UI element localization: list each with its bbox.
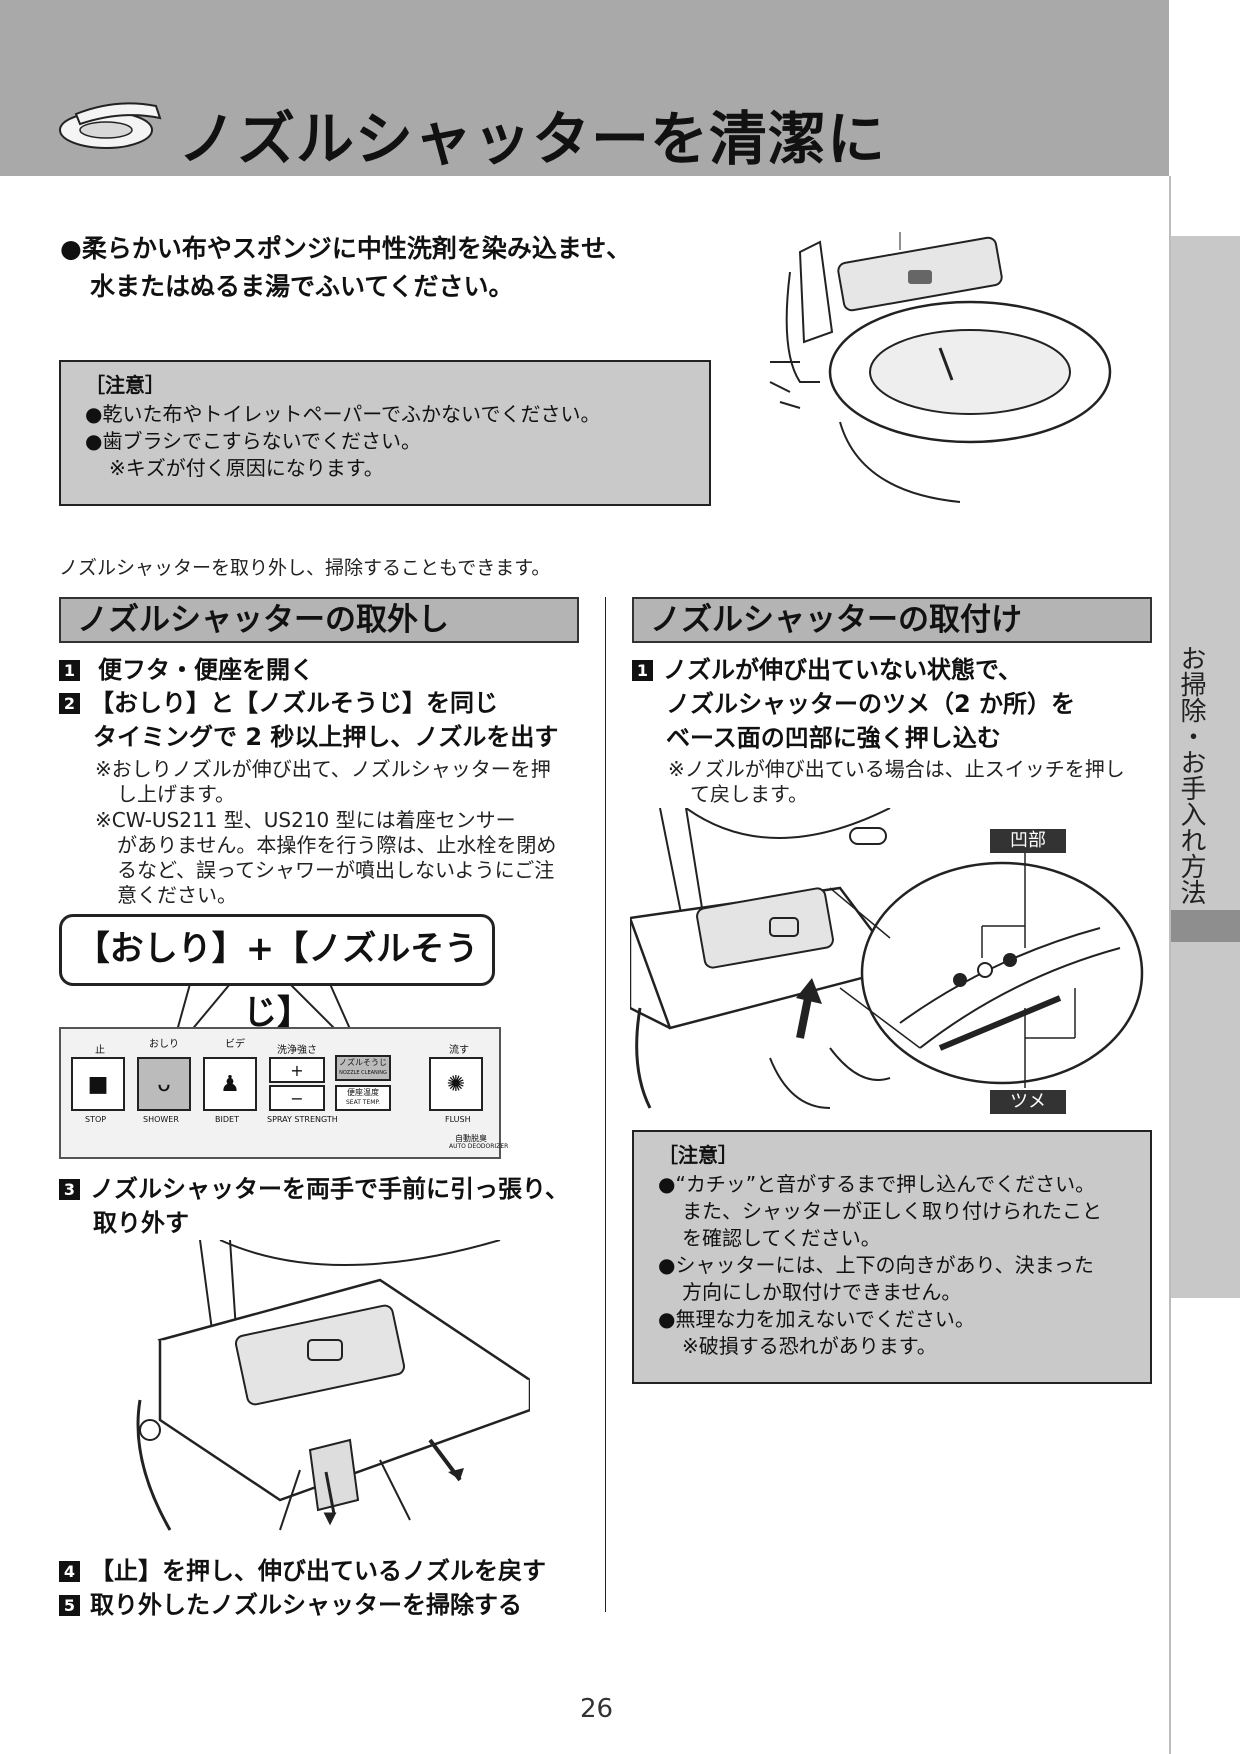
caution-line: ●シャッターには、上下の向きがあり、決まった [658, 1253, 1094, 1277]
step-text: ノズルシャッターを両手で手前に引っ張り、 [90, 1175, 570, 1203]
caution-line: また、シャッターが正しく取り付けられたこと [682, 1199, 1102, 1223]
side-tab-label: お掃除・お手入れ方法 [1176, 645, 1206, 905]
step-text: ベース面の凹部に強く押し込む [666, 724, 1001, 752]
removal-heading: ノズルシャッターの取外し [59, 597, 579, 643]
stop-label-en: STOP [85, 1115, 107, 1124]
main-instruction-line: ●柔らかい布やスポンジに中性洗剤を染み込ませ、 [60, 234, 632, 263]
caution-line: ※破損する恐れがあります。 [682, 1334, 937, 1358]
stop-icon: ■ [87, 1071, 109, 1097]
step-number: 1 [632, 660, 653, 681]
bidet-button[interactable]: ♟ [203, 1057, 257, 1111]
shutter-removal-illustration [136, 1240, 530, 1531]
side-rule [1169, 176, 1171, 1754]
deodorizer-label-en: AUTO DEODORIZER [449, 1143, 509, 1150]
note-line: し上げます。 [117, 782, 235, 806]
strength-label: 洗浄強さ [277, 1045, 317, 1056]
step-number: 4 [59, 1561, 80, 1582]
caution-box: ［注意］ ●乾いた布やトイレットペーパーでふかないでください。 ●歯ブラシでこす… [59, 360, 711, 506]
caution-line: 方向にしか取付けできません。 [682, 1280, 962, 1304]
stop-label: 止 [95, 1045, 105, 1056]
note-line: て戻します。 [690, 782, 808, 806]
shutter-install-illustration [630, 808, 1144, 1109]
claw-label: ツメ [990, 1090, 1066, 1114]
install-heading: ノズルシャッターの取付け [632, 597, 1152, 643]
flush-button[interactable]: ✺ [429, 1057, 483, 1111]
remote-control-panel: 止 ■ STOP おしり ᴗ SHOWER ビデ ♟ BIDET 洗浄強さ + … [59, 1027, 508, 1159]
caution-line: ●“カチッ”と音がするまで押し込んでください。 [658, 1172, 1096, 1196]
strength-label-en: SPRAY STRENGTH [267, 1115, 338, 1124]
page-number: 26 [580, 1694, 614, 1724]
button-combo-callout: 【おしり】+【ノズルそうじ】 [59, 914, 495, 1033]
removal-step-4: 4 【止】を押し、伸び出ているノズルを戻す [59, 1554, 546, 1588]
note-line: ※おしりノズルが伸び出て、ノズルシャッターを押 [95, 757, 551, 781]
nozzle-clean-label: ノズルそうじ [339, 1058, 387, 1067]
flush-label-en: FLUSH [445, 1115, 471, 1124]
page-title: ノズルシャッターを清潔に [178, 105, 887, 173]
install-note: ※ノズルが伸び出ている場合は、止スイッチを押し て戻します。 [668, 757, 1125, 807]
bidet-icon: ♟ [220, 1071, 240, 1097]
step-number: 5 [59, 1595, 80, 1616]
toilet-seat-icon [59, 102, 162, 149]
seat-temp-label-en: SEAT TEMP. [345, 1099, 381, 1106]
removal-step-1: 1 便フタ・便座を開く [59, 653, 314, 687]
side-tab-marker [1171, 910, 1240, 942]
install-step-1: 1 ノズルが伸び出ていない状態で、 ノズルシャッターのツメ（2 か所）を ベース面… [632, 653, 1075, 755]
stop-button[interactable]: ■ [71, 1057, 125, 1111]
step-text: ノズルシャッターのツメ（2 か所）を [666, 690, 1076, 718]
shower-label: おしり [149, 1039, 179, 1050]
removal-step-5: 5 取り外したノズルシャッターを掃除する [59, 1588, 522, 1622]
shower-button[interactable]: ᴗ [137, 1057, 191, 1111]
note-line: ※ノズルが伸び出ている場合は、止スイッチを押し [668, 757, 1125, 781]
column-divider [605, 597, 606, 1612]
caution-line: を確認してください。 [682, 1226, 881, 1250]
removal-note-2: ※CW-US211 型、US210 型には着座センサー がありません。本操作を行… [95, 808, 556, 908]
step-text: 【止】を押し、伸び出ているノズルを戻す [90, 1557, 546, 1585]
removal-step-2: 2 【おしり】と【ノズルそうじ】を同じ タイミングで 2 秒以上押し、ノズルを出す [59, 686, 558, 754]
seat-temp-button[interactable]: 便座温度 SEAT TEMP. [335, 1085, 391, 1111]
toilet-illustration [769, 232, 1112, 503]
recess-label: 凹部 [990, 829, 1066, 853]
removal-step-3: 3 ノズルシャッターを両手で手前に引っ張り、 取り外す [59, 1172, 569, 1240]
strength-minus-button[interactable]: − [269, 1085, 325, 1111]
caution-heading: ［注意］ [658, 1143, 738, 1167]
caution-heading: ［注意］ [85, 373, 165, 397]
flush-label: 流す [449, 1045, 469, 1056]
main-instruction: ●柔らかい布やスポンジに中性洗剤を染み込ませ、 水またはぬるま湯でふいてください… [60, 230, 631, 306]
nozzle-clean-button[interactable]: ノズルそうじ NOZZLE CLEANING [335, 1055, 391, 1081]
removal-note-1: ※おしりノズルが伸び出て、ノズルシャッターを押 し上げます。 [95, 757, 551, 807]
deodorizer-label: 自動脱臭 [455, 1134, 487, 1143]
nozzle-clean-label-en: NOZZLE CLEANING [339, 1070, 387, 1076]
caution-line: ●歯ブラシでこすらないでください。 [85, 429, 422, 453]
step-number: 3 [59, 1179, 80, 1200]
seat-temp-label: 便座温度 [347, 1088, 379, 1097]
strength-plus-button[interactable]: + [269, 1057, 325, 1083]
step-text: 【おしり】と【ノズルそうじ】を同じ [90, 689, 498, 717]
caution-line: ●乾いた布やトイレットペーパーでふかないでください。 [85, 402, 601, 426]
caution-line: ●無理な力を加えないでください。 [658, 1307, 975, 1331]
side-tab [1171, 236, 1240, 1298]
step-text: 便フタ・便座を開く [98, 656, 314, 684]
note-line: 意ください。 [117, 883, 237, 907]
step-number: 1 [59, 660, 80, 681]
bidet-label-en: BIDET [215, 1115, 239, 1124]
caution-line: ※キズが付く原因になります。 [109, 456, 384, 480]
intro-text: ノズルシャッターを取り外し、掃除することもできます。 [59, 557, 551, 579]
step-text: 取り外す [93, 1209, 189, 1237]
page-header [0, 0, 1169, 176]
shower-label-en: SHOWER [143, 1115, 179, 1124]
note-line: がありません。本操作を行う際は、止水栓を閉め [117, 833, 557, 857]
step-number: 2 [59, 693, 80, 714]
main-instruction-line: 水またはぬるま湯でふいてください。 [90, 272, 514, 301]
shower-icon: ᴗ [157, 1071, 171, 1097]
step-text: 取り外したノズルシャッターを掃除する [90, 1591, 522, 1619]
note-line: るなど、誤ってシャワーが噴出しないようにご注 [117, 858, 555, 882]
step-text: タイミングで 2 秒以上押し、ノズルを出す [93, 723, 559, 751]
bidet-label: ビデ [225, 1039, 245, 1050]
caution-box-install: ［注意］ ●“カチッ”と音がするまで押し込んでください。 また、シャッターが正し… [632, 1130, 1152, 1384]
note-line: ※CW-US211 型、US210 型には着座センサー [95, 808, 516, 832]
step-text: ノズルが伸び出ていない状態で、 [663, 656, 1023, 684]
flush-icon: ✺ [446, 1071, 466, 1097]
